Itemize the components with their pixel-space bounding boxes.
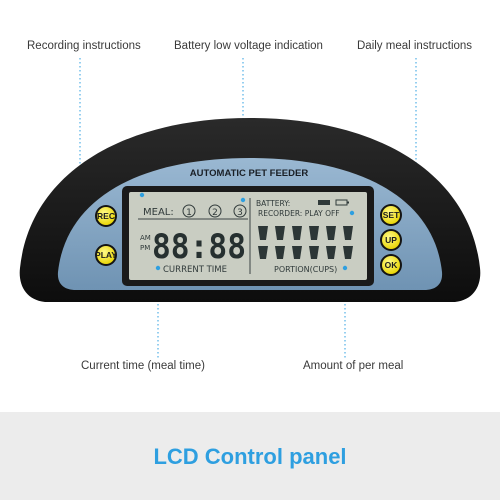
lcd-meal-1: 1: [186, 208, 192, 218]
lcd-meal-label: MEAL:: [143, 207, 174, 218]
lcd-recorder-label: RECORDER: PLAY OFF: [258, 209, 340, 218]
portion-cups-icon: [258, 226, 353, 259]
lcd-pm: PM: [140, 244, 150, 252]
callout-daily-meal-instructions: Daily meal instructions: [357, 40, 473, 52]
rec-button-label: REC: [97, 211, 115, 221]
device-title: AUTOMATIC PET FEEDER: [190, 168, 309, 179]
footer-title: LCD Control panel: [153, 444, 347, 469]
lcd-battery-label: BATTERY:: [256, 199, 290, 208]
set-button[interactable]: SET: [380, 204, 402, 226]
lcd-portion-label: PORTION(CUPS): [274, 265, 337, 274]
up-button[interactable]: UP: [380, 229, 402, 251]
footer-banner: LCD Control panel: [0, 412, 500, 500]
lcd-time-digits: 88:88: [152, 227, 246, 267]
set-button-label: SET: [383, 210, 400, 220]
battery-icon: [318, 199, 349, 206]
lcd-meal-2: 2: [212, 208, 218, 218]
callout-battery-indication: Battery low voltage indication: [174, 40, 323, 52]
lcd-meal-3: 3: [237, 208, 243, 218]
ok-button[interactable]: OK: [380, 254, 402, 276]
callout-current-time: Current time (meal time): [81, 360, 205, 372]
callout-recording-instructions: Recording instructions: [27, 40, 141, 52]
lcd-current-time-label: CURRENT TIME: [163, 265, 227, 275]
lcd-screen: [129, 192, 367, 280]
play-button-label: PLAY: [95, 250, 117, 260]
callout-amount-per-meal: Amount of per meal: [303, 360, 404, 372]
pet-feeder-device: AUTOMATIC PET FEEDER MEAL: 1 2 3 BATTERY…: [19, 58, 481, 358]
lcd-am: AM: [140, 234, 151, 242]
rec-button[interactable]: REC: [95, 205, 117, 227]
up-button-label: UP: [385, 235, 397, 245]
callout-dots: [139, 192, 355, 271]
play-button[interactable]: PLAY: [95, 244, 117, 266]
ok-button-label: OK: [385, 260, 399, 270]
